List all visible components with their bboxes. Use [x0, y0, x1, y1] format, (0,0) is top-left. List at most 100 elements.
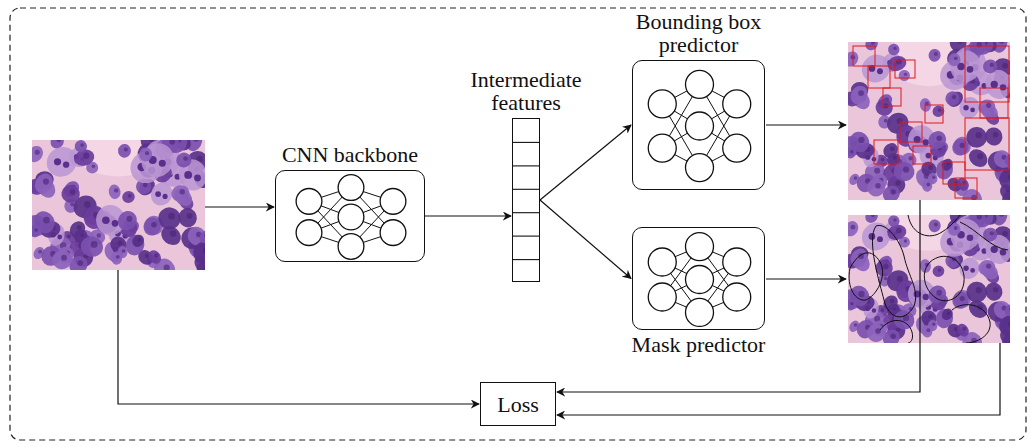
cell-nucleus: [858, 90, 864, 96]
cell-nucleus: [890, 146, 895, 151]
cell-nucleus: [986, 103, 991, 108]
cell-nucleus: [163, 194, 168, 199]
cell: [108, 184, 122, 200]
cell-nucleus: [70, 202, 74, 206]
cell: [983, 125, 1005, 147]
detection-box: [874, 140, 898, 164]
cell-nucleus: [92, 165, 96, 169]
cell: [192, 240, 205, 265]
cell: [939, 306, 955, 322]
cell-nucleus: [877, 68, 883, 74]
cell-nucleus: [926, 183, 930, 187]
cell: [934, 307, 956, 330]
cell: [955, 322, 971, 339]
mask-contour: [880, 320, 913, 343]
cell-nucleus: [203, 247, 205, 254]
cell: [925, 282, 950, 307]
neuron: [648, 248, 676, 276]
cell-nucleus: [1009, 196, 1010, 200]
cell: [886, 54, 909, 74]
cell-nucleus: [954, 56, 958, 60]
cell-nucleus: [893, 47, 896, 50]
cell-nucleus: [1002, 63, 1008, 69]
cell: [136, 140, 179, 182]
neuron: [338, 234, 364, 260]
cell-nucleus: [963, 266, 968, 271]
cell: [32, 208, 59, 237]
cell-nucleus: [903, 166, 909, 172]
cell: [848, 246, 871, 271]
cell: [948, 53, 961, 67]
neuron: [648, 283, 676, 311]
cell-nucleus: [938, 108, 942, 112]
neuron: [380, 220, 406, 246]
neuron: [338, 175, 364, 201]
mask-contour: [908, 215, 960, 236]
cell: [114, 207, 141, 234]
cell-nucleus: [43, 178, 49, 184]
cell-nucleus: [891, 189, 896, 194]
detection-box: [853, 46, 875, 66]
cell-nucleus: [993, 287, 998, 292]
neuron: [686, 154, 714, 182]
cell-nucleus: [990, 231, 994, 235]
bbox-output-arrow: [766, 124, 846, 125]
detection-box: [925, 105, 943, 123]
cell: [983, 280, 1005, 302]
cell-nucleus: [977, 215, 982, 220]
cell-nucleus: [84, 201, 91, 208]
neuron: [380, 188, 406, 214]
cell-nucleus: [102, 216, 110, 224]
cell-nucleus: [883, 264, 888, 269]
cell-nucleus: [986, 263, 991, 268]
cell-nucleus: [977, 153, 983, 159]
neuron: [686, 70, 714, 98]
cell-nucleus: [145, 151, 149, 155]
network-icon: [633, 61, 764, 189]
cell: [140, 215, 163, 239]
network-icon: [633, 228, 764, 329]
cell: [943, 89, 962, 108]
cell-nucleus: [850, 302, 853, 305]
cell-nucleus: [118, 240, 123, 245]
cell-nucleus: [875, 183, 880, 188]
cell: [981, 57, 1000, 76]
cell: [928, 219, 942, 233]
cell: [32, 170, 56, 196]
cell-nucleus: [151, 222, 156, 227]
cell-nucleus: [193, 140, 199, 142]
cell-nucleus: [168, 213, 175, 220]
cell-nucleus: [116, 255, 120, 259]
feature-vector: Intermediate features: [512, 118, 540, 282]
cell-nucleus: [57, 140, 61, 142]
label-holder: Loss: [481, 383, 555, 425]
cell: [887, 43, 900, 56]
cell: [921, 324, 933, 338]
cell: [981, 225, 1000, 244]
node-heading: Bounding box predictor: [624, 10, 774, 56]
cell-nucleus: [897, 276, 903, 282]
detection-box: [965, 118, 1009, 170]
connector-arrow: [540, 125, 631, 200]
neuron: [338, 204, 364, 230]
cell-nucleus: [990, 63, 994, 67]
cell-nucleus: [960, 143, 965, 148]
neuron: [686, 233, 714, 261]
cell: [865, 176, 888, 199]
cell-nucleus: [170, 230, 176, 236]
cell-nucleus: [854, 323, 858, 327]
cell-nucleus: [932, 176, 935, 179]
cell-nucleus: [154, 253, 158, 257]
cell-nucleus: [850, 150, 853, 153]
cell: [169, 183, 191, 204]
cell-nucleus: [928, 165, 933, 170]
cell: [60, 184, 81, 204]
cell-nucleus: [35, 150, 40, 155]
cell-nucleus: [67, 235, 71, 239]
mask-output-arrow: [766, 278, 846, 279]
cell: [848, 83, 871, 108]
cell-nucleus: [970, 108, 975, 113]
neuron: [648, 90, 676, 118]
cell-nucleus: [137, 238, 141, 242]
